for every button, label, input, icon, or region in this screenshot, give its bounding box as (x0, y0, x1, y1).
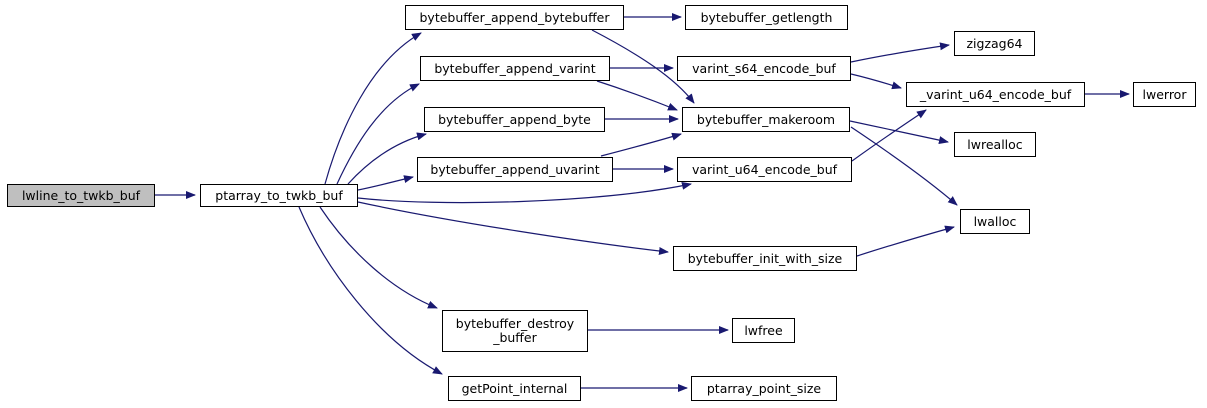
edge-ptarray_to_twkb_buf-to-varint_u64_encode_buf (357, 181, 692, 204)
node-bytebuffer_getlength[interactable]: bytebuffer_getlength (685, 5, 848, 30)
edge-ptarray_to_twkb_buf-to-getPoint_internal (298, 206, 443, 375)
edge-varint_s64_encode_buf-to-_varint_u64_encode_buf (850, 73, 902, 90)
node-lwerror[interactable]: lwerror (1133, 82, 1196, 107)
edge-ptarray_to_twkb_buf-to-bytebuffer_append_varint (336, 83, 420, 185)
node-ptarray_to_twkb_buf[interactable]: ptarray_to_twkb_buf (200, 184, 358, 207)
edge-varint_s64_encode_buf-to-zigzag64 (850, 42, 950, 63)
edge-ptarray_to_twkb_buf-to-bytebuffer_init_with_size (357, 201, 669, 255)
edge-ptarray_to_twkb_buf-to-bytebuffer_destroy_buffer (319, 206, 438, 309)
node-bytebuffer_makeroom[interactable]: bytebuffer_makeroom (682, 107, 850, 132)
edge-varint_u64_encode_buf-to-_varint_u64_encode_buf (851, 109, 927, 162)
edge-bytebuffer_append_uvarint-to-bytebuffer_makeroom (600, 132, 682, 157)
node-lwline_to_twkb_buf[interactable]: lwline_to_twkb_buf (7, 184, 155, 207)
node-getPoint_internal[interactable]: getPoint_internal (448, 376, 581, 401)
edge-bytebuffer_init_with_size-to-lwalloc (856, 225, 955, 257)
node-lwrealloc[interactable]: lwrealloc (954, 132, 1036, 157)
node-bytebuffer_append_varint[interactable]: bytebuffer_append_varint (420, 56, 610, 81)
node-ptarray_point_size[interactable]: ptarray_point_size (691, 376, 837, 401)
node-bytebuffer_init_with_size[interactable]: bytebuffer_init_with_size (673, 246, 857, 271)
node-bytebuffer_append_byte[interactable]: bytebuffer_append_byte (424, 107, 605, 132)
edge-bytebuffer_makeroom-to-lwrealloc (849, 120, 949, 144)
node-varint_s64_encode_buf[interactable]: varint_s64_encode_buf (677, 56, 851, 81)
edge-ptarray_to_twkb_buf-to-bytebuffer_append_byte (347, 132, 427, 185)
node-lwalloc[interactable]: lwalloc (960, 209, 1030, 234)
edge-ptarray_to_twkb_buf-to-bytebuffer_append_bytebuffer (324, 32, 422, 185)
edge-ptarray_to_twkb_buf-to-bytebuffer_append_uvarint (357, 175, 414, 191)
node-varint_u64_encode_buf[interactable]: varint_u64_encode_buf (677, 157, 852, 182)
edge-bytebuffer_append_varint-to-bytebuffer_makeroom (596, 80, 678, 111)
node-bytebuffer_destroy_buffer[interactable]: bytebuffer_destroy _buffer (442, 310, 588, 352)
node-bytebuffer_append_bytebuffer[interactable]: bytebuffer_append_bytebuffer (405, 5, 624, 30)
node-bytebuffer_append_uvarint[interactable]: bytebuffer_append_uvarint (417, 157, 613, 182)
node-zigzag64[interactable]: zigzag64 (954, 31, 1035, 56)
node-_varint_u64_encode_buf[interactable]: _varint_u64_encode_buf (906, 82, 1085, 107)
edge-bytebuffer_append_bytebuffer-to-bytebuffer_makeroom (591, 29, 695, 104)
edge-bytebuffer_makeroom-to-lwalloc (850, 126, 958, 206)
node-lwfree[interactable]: lwfree (732, 318, 795, 343)
